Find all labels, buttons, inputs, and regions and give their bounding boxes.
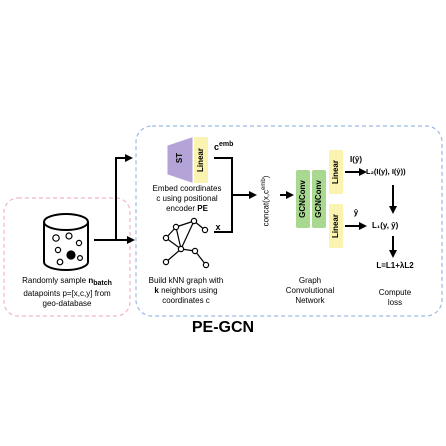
encoder-caption: Embed coordinates c using positional enc… — [140, 184, 234, 214]
loss-total: L=L1+λL2 — [376, 261, 414, 270]
encoder-caption-line2: c using positional — [156, 194, 218, 203]
loss-l1: L₁(y, ŷ) — [372, 221, 399, 230]
encoder-caption-line1: Embed coordinates — [152, 184, 222, 193]
linear-top-box — [329, 150, 343, 194]
top-output-label: I(ŷ) — [350, 155, 362, 164]
cemb-label: cemb — [214, 140, 244, 152]
loss-caption-line2: loss — [387, 298, 403, 307]
arrow-cemb-to-concat — [214, 157, 233, 195]
knn-caption-line3: coordinates c — [162, 296, 210, 305]
linear-bottom-label: Linear — [331, 214, 340, 239]
st-trapezoid — [167, 137, 193, 183]
concat-label: concat(x,cemb) — [258, 163, 271, 239]
arrow-x-to-concat — [214, 195, 233, 233]
gcnconv-1-label: GCNConv — [298, 180, 307, 218]
gcnconv-2-box — [312, 170, 326, 228]
bottom-output-label: ŷ — [353, 208, 359, 217]
cemb-sup: emb — [219, 141, 234, 148]
encoder-linear-box — [194, 137, 208, 183]
gcn-caption-line1: Graph — [298, 276, 322, 285]
knn-caption-k: k — [154, 286, 159, 295]
loss-caption-line1: Compute — [378, 288, 412, 297]
gcn-caption-line2: Convolutional — [285, 286, 335, 295]
database-caption-line2: datapoints p=[x,c,y] from — [23, 289, 111, 298]
concat-text: concat(x,c — [261, 189, 271, 227]
knn-caption-line1: Build kNN graph with — [148, 276, 224, 285]
knn-caption-line2: neighbors using — [158, 286, 218, 295]
database-icon — [43, 213, 89, 271]
encoder-caption-line3: encoder — [166, 204, 198, 213]
diagram-title: PE-GCN — [191, 319, 255, 336]
linear-bottom-box — [329, 204, 343, 248]
database-caption-batch: batch — [93, 280, 112, 287]
gcnconv-1-box — [296, 170, 310, 228]
encoder-caption-pe: PE — [197, 204, 208, 213]
gcn-caption-line3: Network — [295, 296, 325, 305]
knn-graph-icon — [162, 217, 210, 269]
database-caption-line1: Randomly sample — [22, 276, 89, 285]
model-region — [135, 125, 443, 317]
concat-sup: emb — [261, 178, 267, 190]
st-label: ST — [175, 152, 184, 164]
gcn-caption: Graph Convolutional Network — [276, 276, 344, 306]
encoder-linear-label: Linear — [196, 148, 205, 173]
concat-end: ) — [261, 175, 271, 179]
x-label: x — [215, 222, 221, 232]
loss-l2: L₂(I(y), I(ŷ)) — [366, 167, 406, 176]
cemb-symbol: c — [214, 142, 220, 152]
knn-caption: Build kNN graph with k neighbors using c… — [136, 276, 236, 306]
gcnconv-2-label: GCNConv — [314, 180, 323, 218]
linear-top-label: Linear — [331, 160, 340, 185]
database-caption-line3: geo-database — [42, 299, 92, 308]
data-sampling-region — [3, 197, 131, 317]
loss-caption: Compute loss — [364, 288, 426, 308]
database-caption: Randomly sample nbatch datapoints p=[x,c… — [6, 276, 128, 309]
arrow-db-to-split — [94, 154, 133, 241]
database-caption-n: n — [88, 276, 94, 285]
